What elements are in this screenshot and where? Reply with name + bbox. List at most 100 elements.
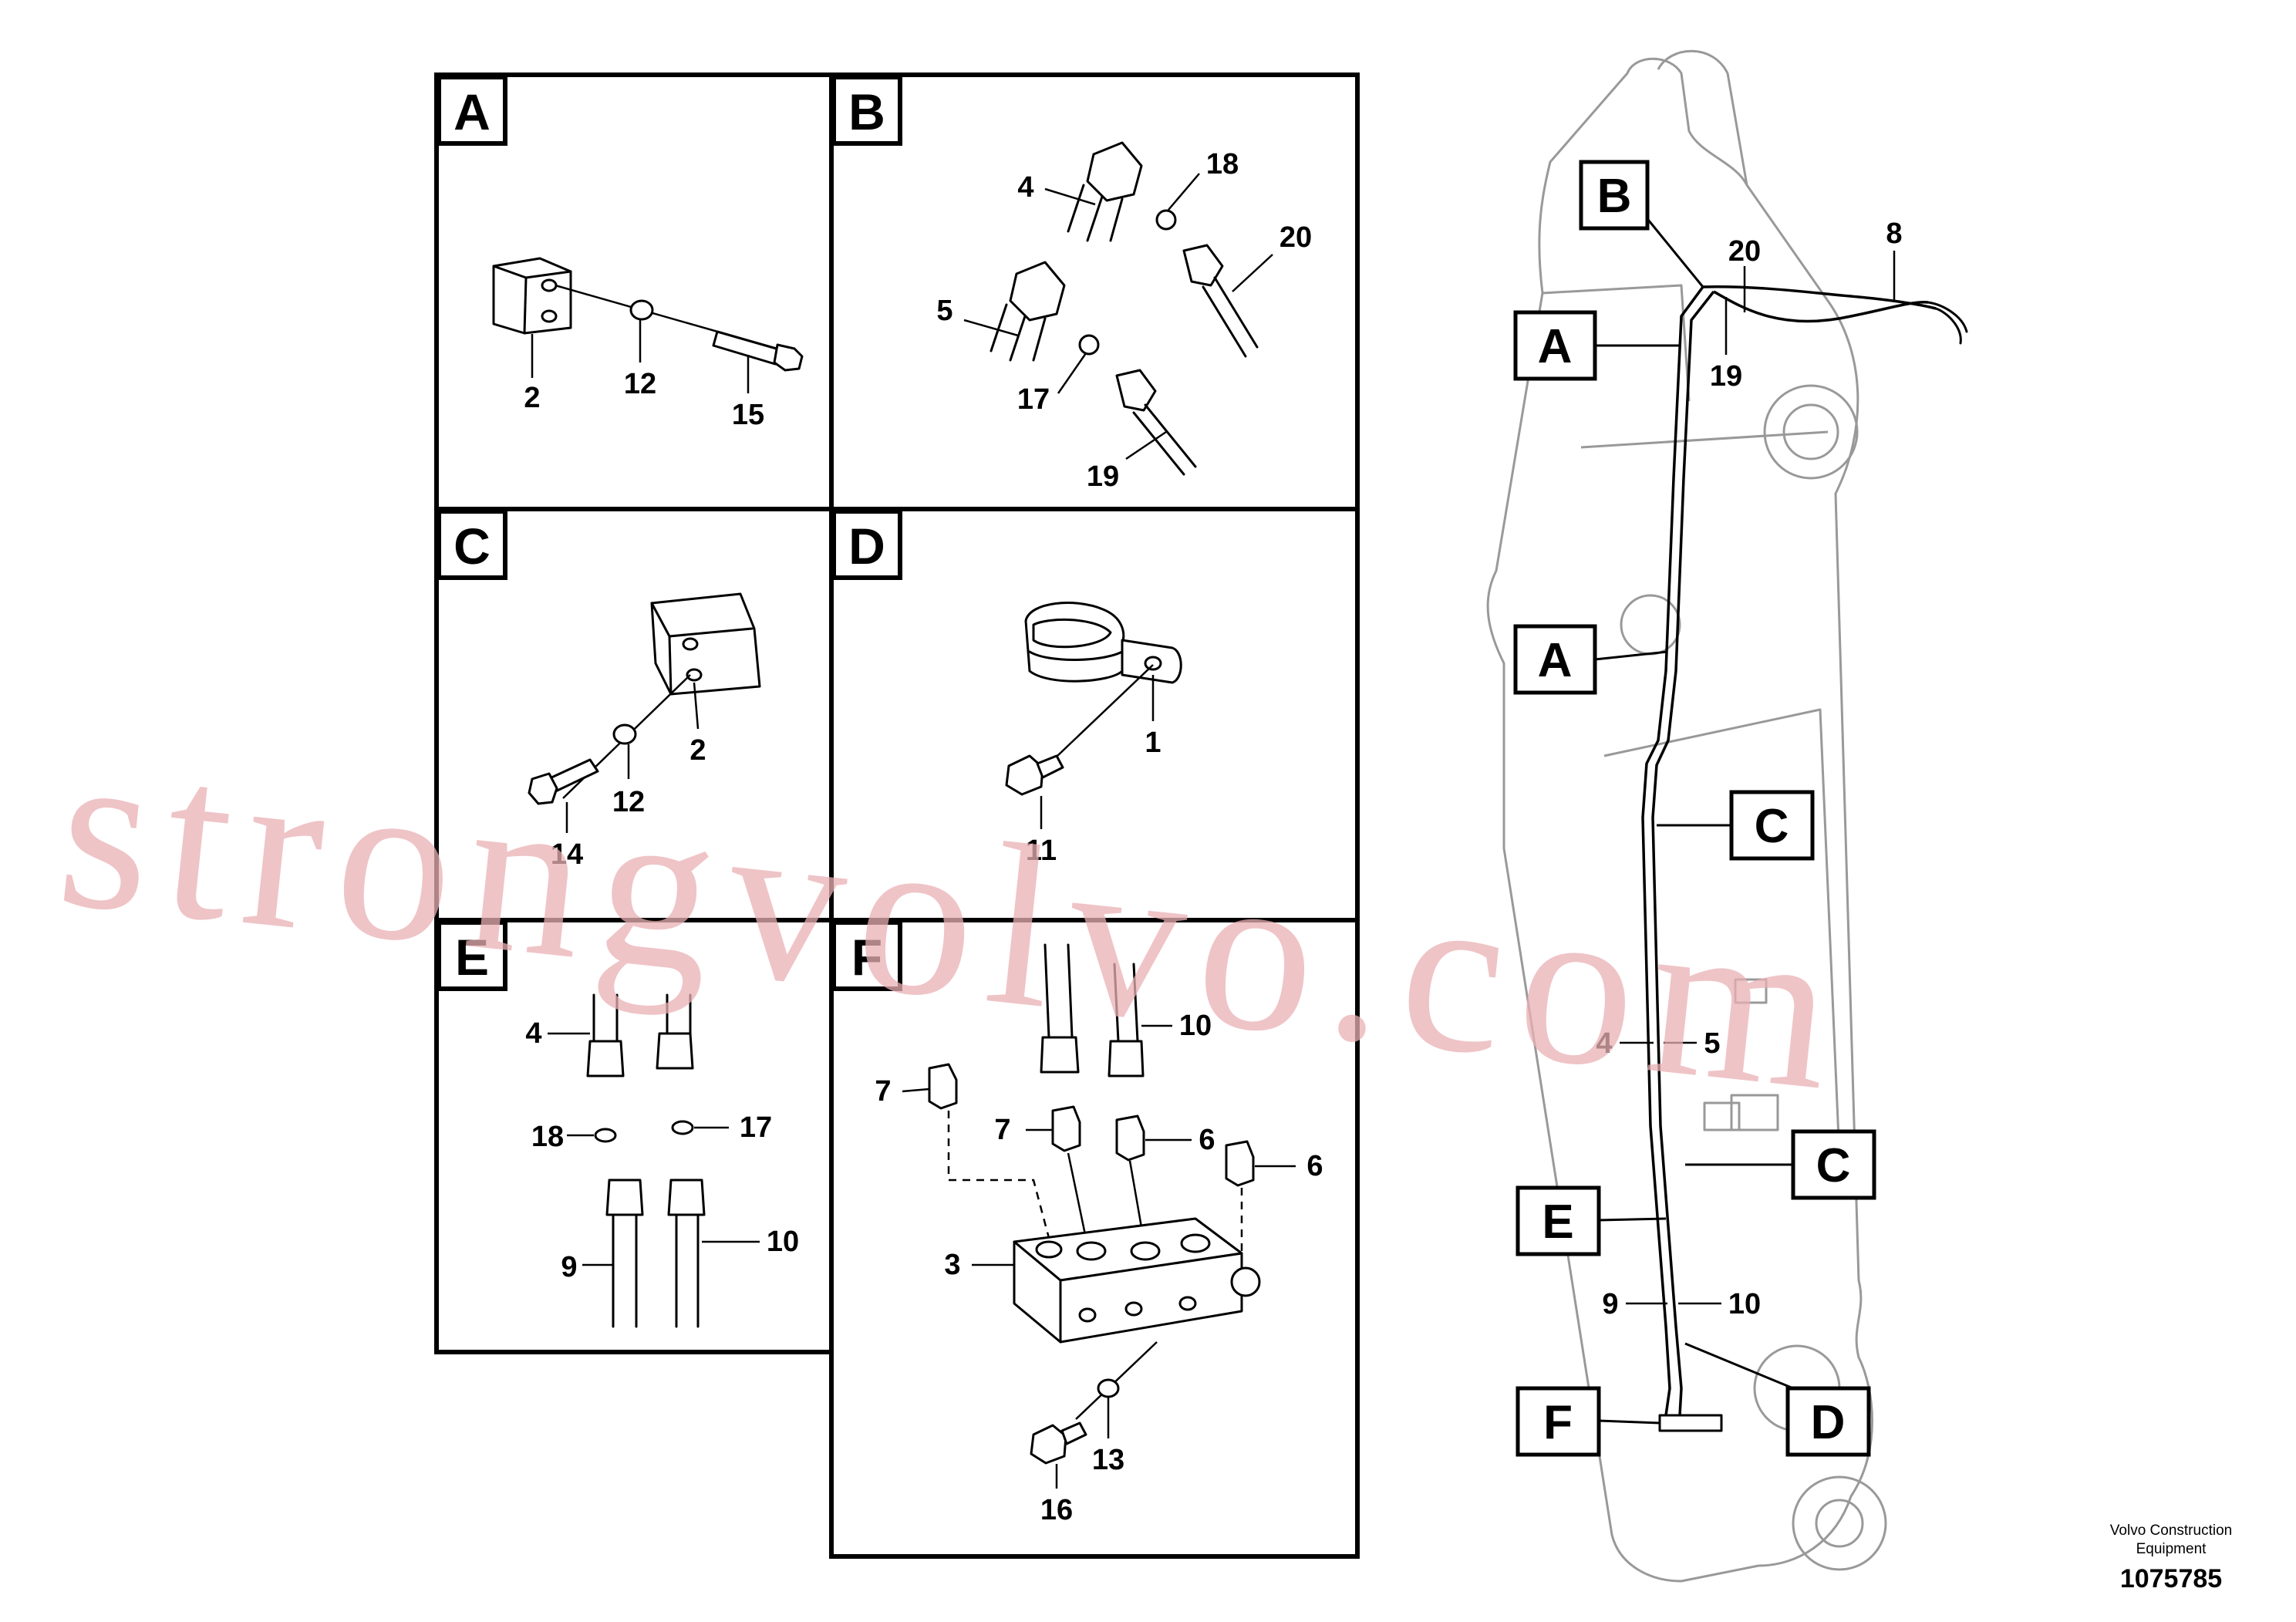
fitting-hex — [1086, 141, 1143, 202]
o-ring-part-18 — [594, 1128, 617, 1143]
panel-b-frame — [829, 73, 1360, 511]
callout-label: 20 — [1728, 235, 1761, 268]
fitting-hex — [1108, 1040, 1145, 1077]
p-clamp-part-1 — [1024, 602, 1182, 684]
hose-right — [666, 993, 692, 1035]
panel-letter: A — [453, 83, 491, 140]
callout-label: 15 — [732, 399, 764, 431]
callout-label: 16 — [1040, 1494, 1073, 1526]
pointer-letter: C — [1816, 1139, 1851, 1192]
callout-label: 4 — [1017, 171, 1033, 204]
boom-pivot-pin-inner — [1782, 403, 1839, 460]
callout-label: 9 — [1602, 1288, 1618, 1320]
bolt-part-15 — [712, 330, 804, 372]
callout-label: 3 — [944, 1249, 960, 1281]
clamp-half-part-2 — [650, 592, 761, 696]
hose-to-end — [1702, 285, 1937, 310]
clamp-half-part-2 — [492, 257, 572, 335]
callout-label: 18 — [531, 1121, 564, 1153]
panel-letter: E — [455, 929, 489, 986]
panel-letter-box — [831, 75, 902, 146]
callout-label: 4 — [525, 1017, 541, 1050]
maker-line-2: Equipment — [2136, 1541, 2207, 1557]
panel-letter: B — [848, 83, 885, 140]
hose-20-fitting — [1182, 244, 1224, 287]
callout-label: 10 — [767, 1226, 799, 1258]
boom-callouts: 8 20 19 4 5 9 10 — [1596, 218, 1902, 1320]
pointer-letter: A — [1538, 634, 1573, 687]
pointer-b: B — [1579, 160, 1704, 288]
callout-label: 4 — [1596, 1027, 1612, 1060]
pointer-c-lower: C — [1685, 1129, 1876, 1200]
panel-f-frame — [829, 918, 1360, 1559]
panel-b: B 4 18 20 5 17 19 — [831, 75, 1312, 493]
hose-5 — [990, 303, 1047, 362]
reference-block: Volvo Construction Equipment 1075785 — [2110, 1523, 2232, 1593]
panel-letter: C — [453, 518, 491, 575]
boom-lug-hole — [1620, 594, 1681, 656]
panel-grid — [434, 73, 1360, 1559]
callout-label: 10 — [1728, 1288, 1761, 1320]
o-ring-part-17 — [1078, 334, 1100, 356]
callout-label: 14 — [551, 838, 583, 871]
fitting-part-6 — [1115, 1114, 1145, 1162]
callout-label: 20 — [1279, 221, 1312, 254]
panel-f: F — [831, 920, 1323, 1526]
panel-c: C 2 12 14 — [437, 509, 761, 871]
fitting-hex — [586, 1040, 625, 1077]
pointer-f: F — [1515, 1386, 1660, 1457]
fitting-part-6 — [1225, 1140, 1255, 1187]
maker-line-1: Volvo Construction — [2110, 1523, 2232, 1539]
fitting-hex — [667, 1179, 706, 1216]
bolt-part-14 — [528, 758, 599, 805]
callout-label: 7 — [875, 1075, 891, 1108]
panel-letter-box — [831, 509, 902, 580]
boom-nose-pin-inner — [1815, 1499, 1864, 1548]
hose-19-fitting — [1115, 369, 1157, 412]
hose-4 — [592, 993, 619, 1043]
boom-outline — [1486, 57, 1873, 1583]
pointer-letter: E — [1542, 1195, 1573, 1249]
fitting-part-7 — [1051, 1105, 1081, 1152]
bolt-part-16 — [1030, 1421, 1087, 1465]
callout-label: 11 — [1026, 835, 1057, 867]
fitting-hex — [1040, 1036, 1080, 1074]
washer-part-12 — [629, 299, 654, 321]
manifold-block — [1658, 1414, 1723, 1432]
hose-top — [1043, 943, 1074, 1039]
callout-label: 2 — [689, 734, 706, 767]
panel-letter-box — [437, 75, 507, 146]
panel-letter-box — [831, 920, 902, 991]
hose-10 — [675, 1213, 700, 1328]
hose-end-fitting — [1927, 301, 1968, 345]
o-ring-part-18 — [1155, 209, 1177, 231]
manifold-block-part-3 — [1013, 1217, 1261, 1344]
pointer-e: E — [1515, 1185, 1667, 1256]
pointer-letter: C — [1755, 800, 1789, 853]
callout-label: 5 — [936, 295, 952, 327]
callout-label: 2 — [524, 382, 540, 414]
pointer-letter: A — [1538, 320, 1573, 373]
callout-label: 18 — [1206, 148, 1239, 180]
bolt-part-11 — [1005, 754, 1064, 796]
drawing-number: 1075785 — [2120, 1564, 2222, 1593]
hose-10 — [1113, 963, 1139, 1043]
boom-bracket — [1734, 978, 1768, 1004]
pointer-letter: D — [1811, 1396, 1846, 1449]
callout-label: 1 — [1145, 727, 1161, 759]
callout-label: 8 — [1886, 218, 1902, 250]
callout-label: 6 — [1199, 1124, 1215, 1156]
washer-part-12 — [612, 723, 637, 745]
pointer-letter: B — [1597, 170, 1632, 223]
hose-run — [1641, 285, 1704, 1416]
hose-9 — [612, 1213, 638, 1328]
callout-label: 5 — [1704, 1027, 1720, 1060]
fitting-hex — [1009, 261, 1066, 322]
callout-label: 19 — [1087, 460, 1119, 493]
hose-run — [1651, 290, 1715, 1416]
boom-inner-edge — [1542, 284, 1841, 1158]
boom-top-lobe — [1657, 49, 1748, 186]
pointer-letter: F — [1543, 1396, 1573, 1449]
boom-pointers: B A A C C E D — [1513, 160, 1876, 1457]
